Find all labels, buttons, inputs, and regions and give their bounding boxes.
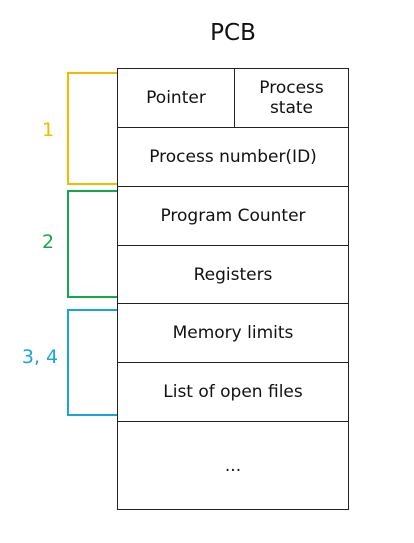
pcb-table: Pointer Process state Process number(ID)… <box>117 68 349 510</box>
group-1-bracket <box>67 72 117 185</box>
group-3-label: 3, 4 <box>21 346 59 368</box>
diagram-title: PCB <box>210 20 256 46</box>
group-1-label: 1 <box>41 119 55 141</box>
pcb-row-pointer-state: Pointer Process state <box>118 69 348 128</box>
process-state-cell: Process state <box>259 77 324 118</box>
group-2-bracket <box>67 190 117 298</box>
pcb-row-ellipsis: ... <box>224 455 242 476</box>
pcb-row-registers: Registers <box>118 246 348 304</box>
pointer-cell: Pointer <box>118 69 235 127</box>
group-3-bracket <box>67 309 117 416</box>
pcb-row-open-files: List of open files <box>118 363 348 422</box>
pcb-row-memory-limits: Memory limits <box>118 304 348 363</box>
group-2-label: 2 <box>41 231 55 253</box>
pcb-row-process-number: Process number(ID) <box>118 128 348 187</box>
pcb-row-program-counter: Program Counter <box>118 187 348 246</box>
